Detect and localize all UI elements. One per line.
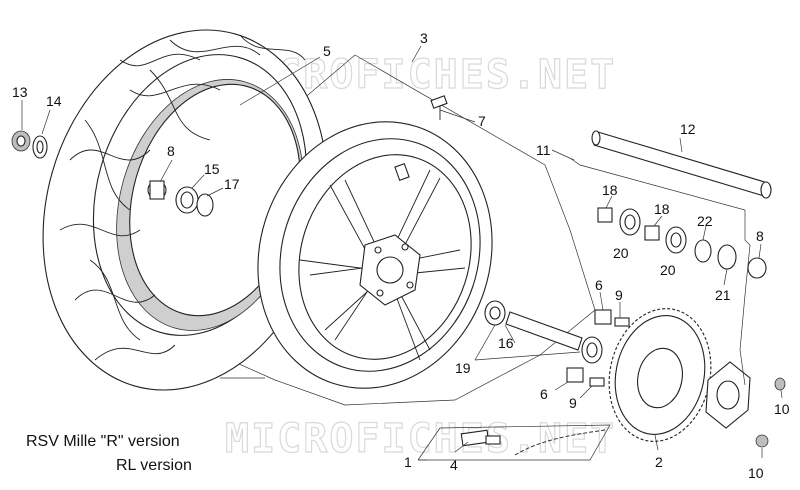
callout-4: 4 bbox=[450, 457, 458, 473]
callout-14: 14 bbox=[46, 93, 62, 109]
sprocket-bolts bbox=[566, 309, 630, 387]
drive-chain bbox=[417, 424, 611, 461]
callout-20-a: 20 bbox=[613, 245, 629, 261]
spacer-tube bbox=[484, 300, 603, 364]
callout-13: 13 bbox=[12, 84, 28, 100]
callout-9-top: 9 bbox=[615, 287, 623, 303]
callout-2: 2 bbox=[655, 454, 663, 470]
rear-sprocket bbox=[608, 308, 712, 442]
callout-numbers: 3 5 7 13 14 8 15 17 12 11 18 18 22 20 20… bbox=[12, 30, 790, 481]
callout-10-top: 10 bbox=[774, 401, 790, 417]
callout-10-bottom: 10 bbox=[748, 465, 764, 481]
caption-version-r: RSV Mille "R" version bbox=[26, 433, 180, 450]
callout-22: 22 bbox=[697, 213, 713, 229]
valve-stem bbox=[394, 95, 448, 181]
bearing-set-right bbox=[597, 207, 767, 279]
callout-1: 1 bbox=[404, 454, 412, 470]
callout-6-bottom: 6 bbox=[540, 386, 548, 402]
callout-6-top: 6 bbox=[595, 277, 603, 293]
callout-18-b: 18 bbox=[654, 201, 670, 217]
callout-7: 7 bbox=[478, 113, 486, 129]
callout-21: 21 bbox=[715, 287, 731, 303]
callout-9-bottom: 9 bbox=[569, 395, 577, 411]
callout-11: 11 bbox=[536, 142, 551, 158]
spacer-13-14 bbox=[11, 130, 48, 159]
caption-version-rl: RL version bbox=[116, 457, 192, 474]
watermark-bottom: MICROFICHES.NET bbox=[225, 416, 616, 462]
callout-18-a: 18 bbox=[602, 182, 618, 198]
callout-16: 16 bbox=[498, 335, 514, 351]
callout-8-right: 8 bbox=[756, 228, 764, 244]
callout-12: 12 bbox=[680, 121, 696, 137]
sprocket-carrier bbox=[705, 361, 751, 429]
callout-17: 17 bbox=[224, 176, 240, 192]
leader-lines bbox=[21, 45, 783, 461]
callout-3: 3 bbox=[420, 30, 428, 46]
sprocket-nuts bbox=[755, 377, 786, 448]
callout-20-b: 20 bbox=[660, 262, 676, 278]
callout-5: 5 bbox=[323, 43, 331, 59]
callout-8-left: 8 bbox=[167, 143, 175, 159]
callout-19: 19 bbox=[455, 360, 471, 376]
wheel-axle bbox=[591, 130, 772, 199]
wheel-rim bbox=[257, 121, 493, 389]
bearing-set-left bbox=[147, 180, 214, 217]
callout-15: 15 bbox=[204, 161, 220, 177]
